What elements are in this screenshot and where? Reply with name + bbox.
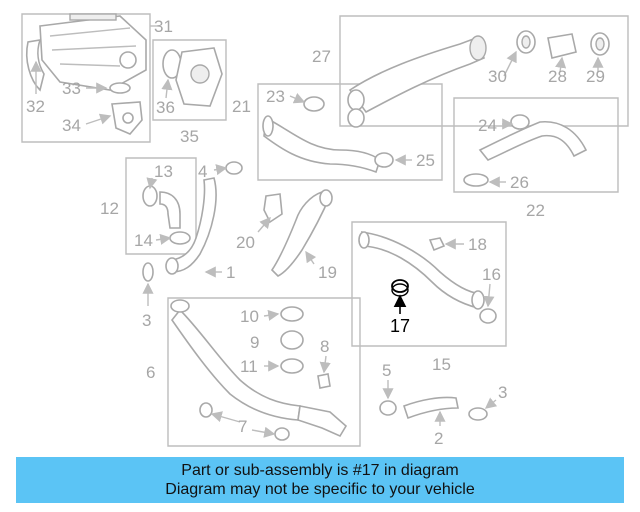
callout-22: 22 bbox=[526, 201, 545, 220]
callout-27: 27 bbox=[312, 47, 331, 66]
callout-4: 4 bbox=[198, 162, 207, 181]
charge-pipe-part-15 bbox=[358, 231, 485, 310]
callout-21: 21 bbox=[232, 97, 251, 116]
hose-part-2 bbox=[402, 396, 459, 420]
throttle-body-part-35 bbox=[175, 47, 223, 107]
callout-34: 34 bbox=[62, 116, 81, 135]
callout-28: 28 bbox=[548, 67, 567, 86]
gasket-part-13 bbox=[142, 185, 158, 207]
callout-3-right: 3 bbox=[498, 383, 507, 402]
callout-18: 18 bbox=[468, 235, 487, 254]
callout-6: 6 bbox=[146, 363, 155, 382]
clamp-part-24 bbox=[510, 114, 530, 130]
clamp-part-4 bbox=[225, 161, 243, 175]
callout-29: 29 bbox=[586, 67, 605, 86]
clamp-part-29 bbox=[590, 32, 610, 56]
callout-30: 30 bbox=[488, 67, 507, 86]
callout-labels: 31 32 33 34 35 36 21 23 25 27 30 28 29 2… bbox=[26, 17, 605, 448]
bolt-part-8 bbox=[317, 373, 331, 389]
callout-11: 11 bbox=[240, 357, 258, 376]
clamp-part-14 bbox=[169, 231, 191, 245]
callout-19: 19 bbox=[318, 263, 337, 282]
bracket-part-20 bbox=[263, 193, 283, 224]
group-box-27 bbox=[339, 15, 629, 127]
flange-part-34 bbox=[111, 101, 143, 135]
hose-part-22 bbox=[478, 121, 588, 161]
banner-line-disclaimer: Diagram may not be specific to your vehi… bbox=[165, 481, 475, 498]
group-box-15 bbox=[351, 221, 507, 347]
callout-35: 35 bbox=[180, 127, 199, 146]
intake-pipe-part-27 bbox=[347, 35, 487, 128]
sleeve-part-9 bbox=[280, 330, 304, 350]
callout-13: 13 bbox=[154, 162, 173, 181]
callout-17-highlighted: 17 bbox=[390, 316, 410, 336]
bolt-part-18 bbox=[428, 237, 446, 252]
clamp-part-25 bbox=[374, 152, 394, 168]
clamp-part-10 bbox=[280, 306, 304, 322]
callout-15: 15 bbox=[432, 355, 451, 374]
callout-33: 33 bbox=[62, 79, 81, 98]
callout-14: 14 bbox=[134, 231, 153, 250]
group-box-35 bbox=[152, 39, 227, 121]
callout-5: 5 bbox=[382, 361, 391, 380]
clamp-part-30 bbox=[516, 30, 536, 54]
o-ring-part-33 bbox=[109, 82, 131, 94]
callout-16: 16 bbox=[482, 265, 501, 284]
callout-1: 1 bbox=[226, 263, 235, 282]
callout-31: 31 bbox=[154, 17, 173, 36]
callout-9: 9 bbox=[250, 333, 259, 352]
clamp-part-7-b bbox=[274, 427, 290, 441]
callout-23: 23 bbox=[266, 87, 285, 106]
clamp-part-7-a bbox=[199, 402, 213, 418]
callout-24: 24 bbox=[478, 116, 497, 135]
callout-26: 26 bbox=[510, 173, 529, 192]
group-box-22 bbox=[453, 97, 619, 193]
callout-10: 10 bbox=[240, 307, 259, 326]
hose-part-28 bbox=[547, 33, 577, 59]
o-ring-part-3-right bbox=[468, 407, 488, 421]
callout-36: 36 bbox=[156, 98, 175, 117]
clamp-part-11 bbox=[280, 358, 304, 374]
o-ring-part-3-left bbox=[142, 262, 154, 282]
callout-2: 2 bbox=[434, 429, 443, 448]
callout-7: 7 bbox=[238, 417, 247, 436]
callout-12: 12 bbox=[100, 199, 119, 218]
callout-3-left: 3 bbox=[142, 311, 151, 330]
clamp-part-26 bbox=[463, 173, 489, 187]
info-banner: Part or sub-assembly is #17 in diagram D… bbox=[16, 457, 624, 503]
banner-line-part-number: Part or sub-assembly is #17 in diagram bbox=[181, 462, 459, 479]
elbow-part-12 bbox=[159, 191, 181, 229]
parts-diagram: 31 32 33 34 35 36 21 23 25 27 30 28 29 2… bbox=[21, 13, 629, 448]
throttle-housing-part-31 bbox=[39, 13, 147, 91]
leader-lines bbox=[30, 50, 604, 438]
callout-25: 25 bbox=[416, 151, 435, 170]
gasket-part-17-highlighted bbox=[391, 279, 409, 297]
intake-pipe-part-19 bbox=[270, 189, 333, 277]
group-box-6 bbox=[167, 297, 361, 447]
o-ring-part-16 bbox=[479, 308, 497, 324]
hose-part-1 bbox=[165, 177, 217, 275]
callout-20: 20 bbox=[236, 233, 255, 252]
clamp-part-23 bbox=[303, 96, 325, 112]
charge-pipe-part-6 bbox=[170, 299, 348, 438]
callout-8: 8 bbox=[320, 337, 329, 356]
clamp-part-5 bbox=[379, 400, 397, 416]
callout-32: 32 bbox=[26, 97, 45, 116]
